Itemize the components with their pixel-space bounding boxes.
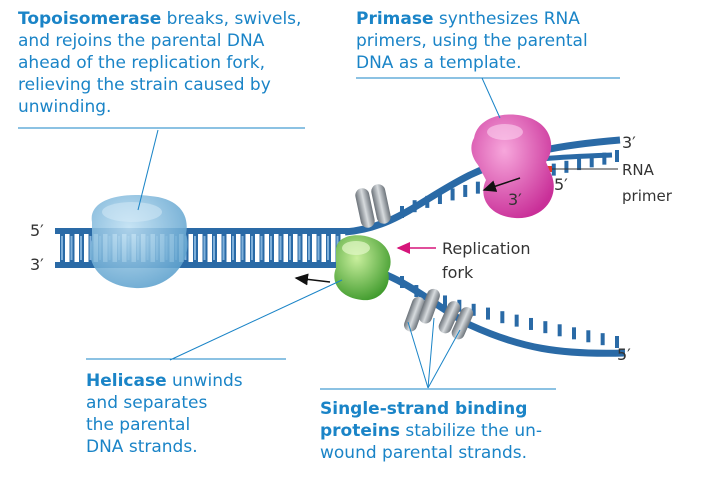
base-pair-highlight: [203, 236, 206, 260]
topoisomerase-leader: [137, 129, 159, 211]
replication-fork-label-line1: Replication: [442, 239, 531, 258]
base-pair-highlight: [308, 236, 310, 260]
base-pair-highlight: [260, 236, 263, 260]
nucleotide-base: [586, 330, 591, 343]
nucleotide-base: [463, 184, 468, 197]
nucleotide-base: [615, 336, 619, 348]
ssb-protein-lower-1: [404, 288, 440, 332]
base-pair-highlight: [70, 236, 73, 260]
nucleotide-base: [414, 285, 419, 298]
ssb-leader-1: [407, 321, 429, 389]
base-pair-highlight: [251, 236, 253, 260]
left-bottom-end-label: 3′: [30, 255, 44, 274]
nucleotide-base: [412, 200, 417, 213]
base-pair-highlight: [80, 236, 82, 260]
upper-right-end-label: 3′: [622, 133, 636, 152]
base-pair-highlight: [317, 236, 320, 260]
nucleotide-base: [400, 206, 404, 218]
ssb-leader-2: [427, 317, 435, 389]
base-pair-highlight: [213, 236, 215, 260]
base-pair-highlight: [194, 236, 196, 260]
nucleotide-base: [557, 324, 562, 337]
primase-enzyme: [471, 114, 554, 219]
ssb-proteins: [355, 184, 474, 340]
ssb-leader-3: [427, 329, 461, 389]
base-pair-highlight: [232, 236, 234, 260]
nucleotide-base: [486, 307, 490, 320]
ssb-protein-lower-2: [438, 301, 474, 340]
nucleotide-base: [589, 155, 594, 168]
nucleotide-base: [471, 303, 476, 316]
base-pair-highlight: [222, 236, 225, 260]
helicase-name: Helicase: [86, 371, 167, 391]
base-pair-highlight: [61, 236, 63, 260]
nucleotide-base: [551, 163, 556, 176]
helicase-direction-arrow: [294, 273, 331, 286]
base-pair-highlight: [270, 236, 272, 260]
nucleotide-base: [564, 160, 569, 173]
primase-direction-arrow: [482, 177, 521, 192]
ssb-name-line2: proteins: [320, 421, 400, 441]
base-pair-highlight: [279, 236, 282, 260]
rna-primer-label-line2: primer: [622, 187, 673, 205]
nucleotide-base: [425, 195, 430, 208]
nucleotide-base: [400, 276, 404, 288]
nucleotide-base: [615, 150, 619, 162]
primase-name: Primase: [356, 9, 434, 29]
ssb-protein-upper: [355, 184, 391, 228]
helicase-leader: [169, 279, 343, 361]
topoisomerase-enzyme: [89, 195, 188, 289]
nucleotide-base: [450, 188, 455, 201]
helicase-caption: Helicase unwinds and separates the paren…: [86, 371, 243, 457]
nucleotide-base: [577, 158, 582, 171]
primase-leader: [481, 77, 501, 119]
replication-fork-label-line2: fork: [442, 263, 474, 282]
rna-primer-label-line1: RNA: [622, 161, 655, 179]
ssb-name-line1: Single-strand binding: [320, 399, 528, 419]
nucleotide-base: [602, 152, 607, 165]
nucleotide-base: [529, 317, 533, 330]
nucleotide-base: [514, 314, 519, 327]
nucleotide-base: [437, 192, 442, 205]
nucleotide-base: [443, 295, 447, 308]
primer-5-label: 5′: [554, 175, 568, 194]
base-pair-highlight: [327, 236, 329, 260]
nucleotide-base: [543, 321, 548, 334]
base-pair-highlight: [241, 236, 244, 260]
nucleotide-base: [500, 311, 505, 324]
helicase-enzyme: [334, 235, 391, 301]
primer-3-label: 3′: [508, 190, 522, 209]
topoisomerase-caption: Topoisomerase breaks, swivels, and rejoi…: [18, 9, 302, 117]
nucleotide-base: [475, 181, 480, 194]
primase-caption: Primase synthesizes RNA primers, using t…: [356, 9, 588, 73]
lower-right-end-label: 5′: [617, 345, 631, 364]
topoisomerase-name: Topoisomerase: [18, 9, 162, 29]
base-pair-highlight: [298, 236, 301, 260]
base-pair-highlight: [289, 236, 291, 260]
left-top-end-label: 5′: [30, 221, 44, 240]
nucleotide-base: [600, 333, 605, 346]
ssb-caption: Single-strand binding proteins stabilize…: [320, 399, 543, 463]
nucleotide-base: [572, 327, 576, 340]
